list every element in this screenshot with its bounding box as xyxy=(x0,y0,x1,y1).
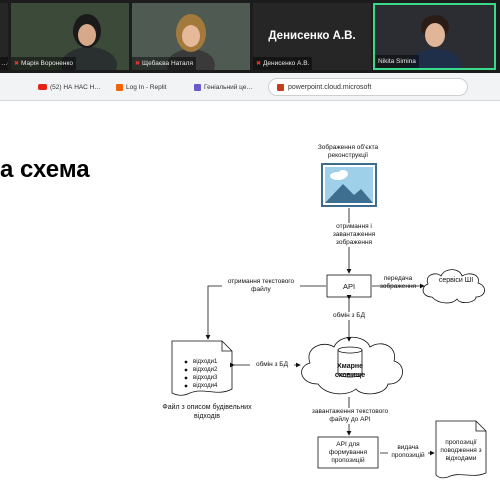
edge-label-api-ai: передача зображення xyxy=(379,275,417,291)
edge-label-file-cloud: обмін з БД xyxy=(250,361,294,370)
generic-icon xyxy=(194,83,201,91)
participants-strip: …ор ✖ Марія Вороненко ✖ Щебаєва Наталя Д… xyxy=(0,0,500,73)
edge-label-image-api: отримання і завантаження зображення xyxy=(323,223,385,248)
participant-name-label: ✖ Марія Вороненко xyxy=(11,57,77,70)
participant-display-title: Денисенко А.В. xyxy=(268,30,356,42)
cloud-label: Хмарне сховище xyxy=(334,363,366,379)
browser-tab-replit[interactable]: Log In - Replit xyxy=(116,80,184,94)
file-item: відходи4 xyxy=(193,383,218,389)
browser-toolbar: (52) НА НАС Н… Log In - Replit Геніальни… xyxy=(0,73,500,101)
participant-name-label: Nikita Simina xyxy=(375,55,419,68)
file-item: відходи3 xyxy=(193,375,218,381)
participant-name-label: ✖ Щебаєва Наталя xyxy=(132,57,196,70)
participant-tile-3[interactable]: Денисенко А.В. ✖ Денисенко А.В. xyxy=(253,3,371,70)
edge-label-api2-doc: видача пропозицій xyxy=(388,444,428,461)
proposals-document-icon xyxy=(435,420,487,479)
participant-video xyxy=(132,3,250,70)
participant-name: Марія Вороненко xyxy=(21,60,74,67)
participant-name: …ор xyxy=(0,57,8,70)
tab-label: Геніальний це… xyxy=(204,83,253,91)
slide: а схема xyxy=(0,101,500,500)
image-placeholder xyxy=(321,163,377,207)
file-item: відходи1 xyxy=(193,359,218,365)
address-url: powerpoint.cloud.microsoft xyxy=(288,83,372,91)
api-proposals-box xyxy=(317,436,379,469)
participant-tile-0[interactable]: …ор xyxy=(0,3,8,70)
mic-muted-icon: ✖ xyxy=(256,61,262,67)
participant-name: Nikita Simina xyxy=(378,58,416,65)
participant-video xyxy=(11,3,129,70)
ai-cloud xyxy=(422,269,485,304)
edge-label-api-file: отримання текстового файлу xyxy=(222,278,300,295)
mic-muted-icon: ✖ xyxy=(135,61,141,67)
edge-label-api-cloud: обмін з БД xyxy=(328,312,370,321)
image-caption: Зображення об'єкта реконструкції xyxy=(317,144,379,160)
address-bar[interactable]: powerpoint.cloud.microsoft xyxy=(268,78,468,96)
powerpoint-icon xyxy=(277,83,284,91)
edge-label-cloud-api2: завантаження текстового файлу до API xyxy=(306,408,394,425)
participant-name-label: ✖ Денисенко А.В. xyxy=(253,57,313,70)
api2-label: API для формування пропозицій xyxy=(328,441,368,465)
participant-name: Щебаєва Наталя xyxy=(142,60,193,67)
ai-label: сервіси ШІ xyxy=(438,277,474,284)
browser-tab-generic[interactable]: Геніальний це… xyxy=(194,80,262,94)
mic-muted-icon: ✖ xyxy=(14,61,20,67)
file-item-list: відходи1 відходи2 відходи3 відходи4 xyxy=(193,358,233,390)
database-icon xyxy=(337,346,363,378)
file-document-icon xyxy=(171,340,233,396)
slide-title: а схема xyxy=(0,156,90,183)
participant-tile-4[interactable]: Nikita Simina xyxy=(373,3,496,70)
participant-video xyxy=(375,5,494,68)
browser-tab-youtube[interactable]: (52) НА НАС Н… xyxy=(38,80,110,94)
tab-label: (52) НА НАС Н… xyxy=(50,83,101,91)
replit-icon xyxy=(116,83,123,91)
participant-tile-2[interactable]: ✖ Щебаєва Наталя xyxy=(132,3,250,70)
youtube-icon xyxy=(38,84,47,90)
file-caption: Файл з описом будівельних відходів xyxy=(162,404,252,420)
participant-name: Денисенко А.В. xyxy=(263,60,310,67)
proposals-label: пропозиції поводження з відходами xyxy=(440,439,482,463)
participant-tile-1[interactable]: ✖ Марія Вороненко xyxy=(11,3,129,70)
file-item: відходи2 xyxy=(193,367,218,373)
architecture-diagram xyxy=(171,163,487,479)
tab-label: Log In - Replit xyxy=(126,83,167,91)
api-label: API xyxy=(342,282,356,291)
